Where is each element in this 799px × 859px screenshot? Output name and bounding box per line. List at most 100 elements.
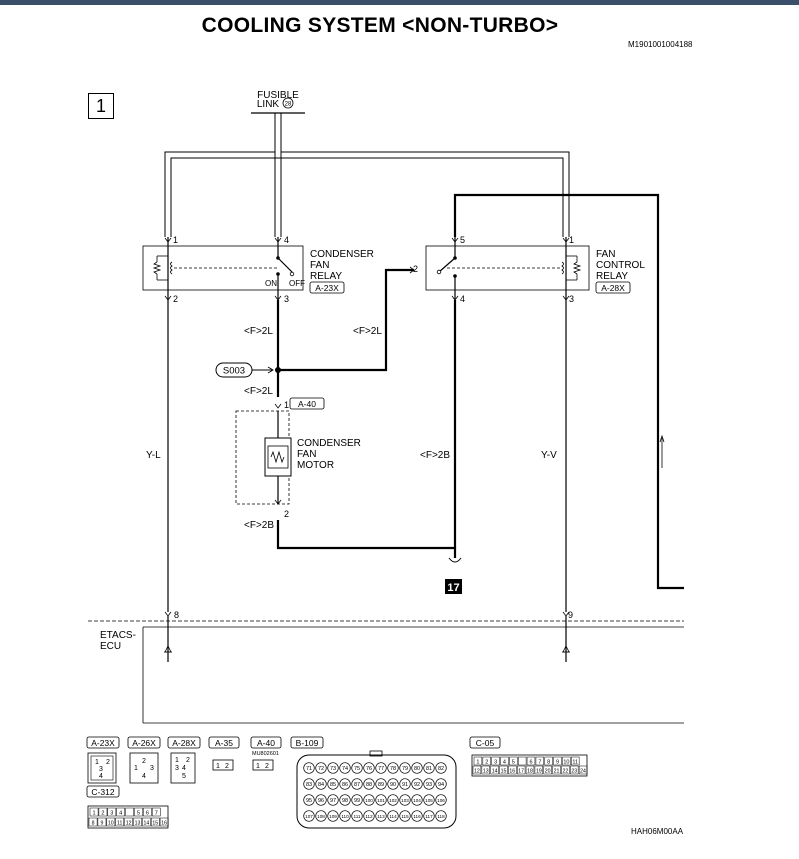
b109-pin-number: 83	[306, 782, 312, 788]
power-feed-wires	[164, 113, 570, 237]
b109-pin-circle	[315, 778, 327, 790]
c312-pin-cell	[134, 807, 143, 817]
c05-pin-cell	[517, 756, 527, 766]
c312-pin-number: 15	[152, 821, 158, 827]
motor-label-2: FAN	[297, 449, 316, 460]
b109-pin-number: 78	[390, 766, 396, 772]
wire-label-f2l-motor: <F>2L	[244, 386, 273, 397]
c312-pin-cell	[88, 817, 98, 827]
cfr-label-3: RELAY	[310, 271, 342, 282]
b109-pin-number: 86	[342, 782, 348, 788]
c05-pin-cell	[481, 765, 490, 775]
cfr-pin-2: 2	[173, 294, 178, 304]
b109-pin-number: 77	[378, 766, 384, 772]
b109-pin-number: 99	[354, 798, 360, 804]
footer-code: HAH06M00AA	[631, 827, 684, 836]
b109-pin-number: 80	[414, 766, 420, 772]
conn-a35-label: A-35	[215, 738, 233, 748]
c312-pin-cell	[159, 817, 169, 827]
b109-pin-circle	[351, 794, 363, 806]
b109-pin-circle	[411, 762, 423, 774]
a23x-pin: 4	[99, 773, 103, 780]
conn-a26x-label: A-26X	[132, 738, 156, 748]
b109-pin-number: 95	[306, 798, 312, 804]
c312-pin-cell	[151, 807, 161, 817]
b109-pin-number: 113	[377, 814, 385, 819]
wire-label-f2b-right: <F>2B	[420, 450, 450, 461]
cfr-pin-4: 4	[284, 235, 289, 245]
document-id: M1901001004188	[628, 40, 693, 49]
c312-pin-cell	[116, 807, 126, 817]
conn-c312-label: C-312	[91, 787, 114, 797]
c05-pin-cell	[553, 756, 562, 766]
fusible-link-label-1: FUSIBLE	[257, 90, 299, 101]
fusible-link-number-circle	[282, 97, 294, 109]
c05-pin-cell	[472, 765, 482, 775]
c05-pin-cell	[562, 756, 571, 766]
a26x-pin: 4	[142, 773, 146, 780]
a26x-pin: 2	[142, 758, 146, 765]
b109-pin-number: 97	[330, 798, 336, 804]
fusible-link-label-2: LINK	[257, 99, 280, 110]
b109-pin-number: 73	[330, 766, 336, 772]
wire-label-f2b-motor: <F>2B	[244, 520, 274, 531]
c05-pin-cell	[473, 756, 483, 766]
c312-pin-cell	[125, 807, 134, 817]
c05-pin-cell	[499, 765, 508, 775]
b109-pin-circle	[327, 762, 339, 774]
b109-pin-number: 82	[438, 766, 444, 772]
wire-label-y-l: Y-L	[146, 450, 161, 461]
b109-pin-circle	[423, 762, 435, 774]
b109-pin-circle	[315, 762, 327, 774]
b109-pin-circle	[423, 810, 435, 822]
b109-pin-number: 106	[437, 798, 445, 803]
c05-pin-number: 10	[563, 760, 569, 766]
fcr-connector: A-28X	[601, 283, 625, 293]
b109-pin-number: 109	[329, 814, 337, 819]
fcr-label-2: CONTROL	[596, 260, 645, 271]
cfr-off-label: OFF	[289, 279, 305, 288]
b109-pin-circle	[399, 778, 411, 790]
b109-pin-number: 84	[318, 782, 324, 788]
c05-pin-number: 15	[501, 769, 507, 775]
c05-pin-cell	[561, 765, 570, 775]
b109-pin-circle	[435, 794, 447, 806]
b109-pin-circle	[339, 794, 351, 806]
condenser-fan-relay: 1 4 2 3 ON OFF CONDENSER FAN RELAY A-23X	[142, 235, 374, 304]
c312-pin-number: 6	[146, 811, 149, 817]
fan-control-relay: 5 1 2 4 3 FAN CONTROL RELAY A-28X	[413, 235, 645, 304]
wire-label-f2l-mid: <F>2L	[353, 326, 382, 337]
b109-pin-number: 90	[390, 782, 396, 788]
b109-pin-number: 102	[389, 798, 397, 803]
ground-17: 17	[445, 557, 462, 594]
c05-pin-number: 7	[538, 760, 541, 766]
b109-pin-number: 98	[342, 798, 348, 804]
fusible-link-number: 28	[285, 102, 292, 108]
b109-pin-circle	[387, 762, 399, 774]
motor-connector: A-40	[298, 399, 316, 409]
a35-pin: 2	[225, 763, 229, 770]
conn-c05-label: C-05	[476, 738, 495, 748]
top-border	[0, 0, 799, 5]
b109-pin-circle	[411, 794, 423, 806]
splice-label: S003	[223, 366, 245, 377]
c312-pin-number: 11	[117, 821, 122, 827]
b109-pin-circle	[303, 762, 315, 774]
b109-pin-number: 107	[305, 814, 313, 819]
b109-pin-circle	[423, 778, 435, 790]
b109-pin-number: 79	[402, 766, 408, 772]
b109-pin-number: 104	[413, 798, 421, 803]
conn-a40-part: MU802601	[252, 751, 279, 757]
fcr-label-3: RELAY	[596, 271, 628, 282]
b109-pin-number: 89	[378, 782, 384, 788]
c05-pin-number: 23	[571, 769, 577, 775]
b109-pin-circle	[339, 762, 351, 774]
wire-label-f2l-left: <F>2L	[244, 326, 273, 337]
c05-pin-number: 21	[554, 769, 560, 775]
b109-pin-circle	[315, 810, 327, 822]
etacs-label-2: ECU	[100, 641, 121, 652]
